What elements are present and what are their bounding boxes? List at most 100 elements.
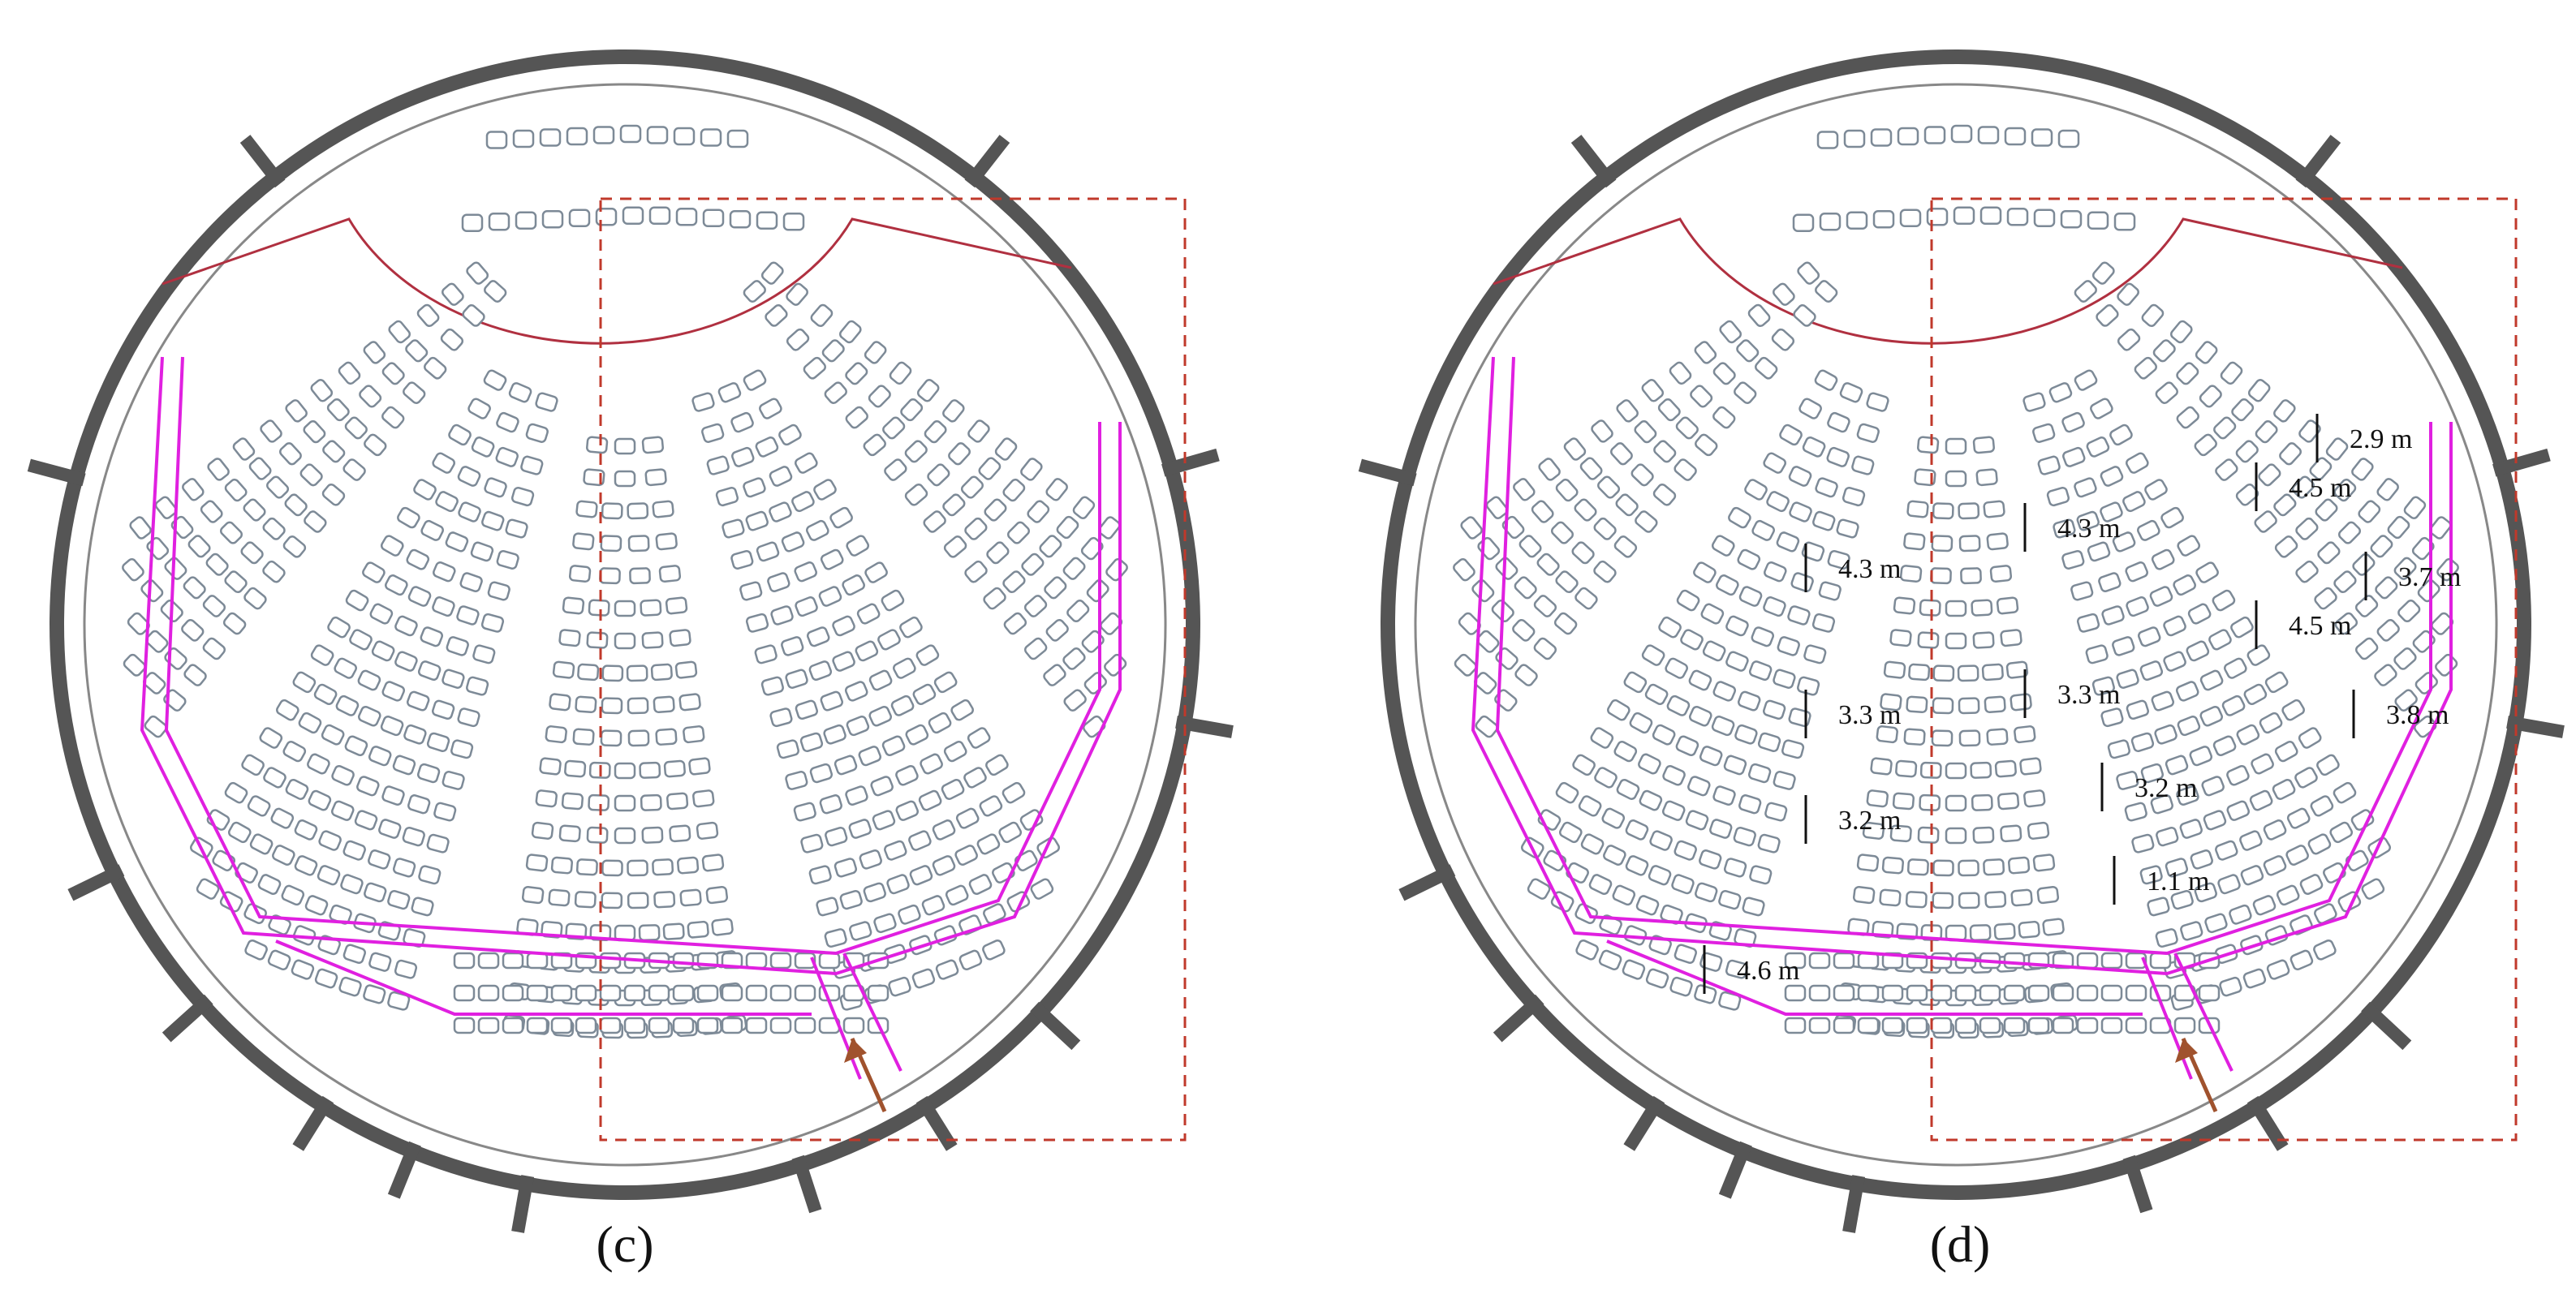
seat-icon <box>1906 984 1928 1002</box>
seat-icon <box>1994 759 2017 778</box>
seat-icon <box>2100 707 2124 728</box>
seat-icon <box>1975 468 1998 487</box>
seat-icon <box>1971 793 1993 811</box>
seat-icon <box>1555 570 1579 594</box>
seat-icon <box>1989 565 2013 583</box>
seat-icon <box>1572 754 1596 776</box>
seat-icon <box>2310 795 2334 817</box>
seat-icon <box>998 821 1023 844</box>
seat-icon <box>1781 739 1805 759</box>
seat-icon <box>1906 500 1929 518</box>
seat-icon <box>1563 437 1587 461</box>
arrow-head <box>844 1038 867 1063</box>
seat-icon <box>2074 369 2098 391</box>
seat-icon <box>786 328 810 351</box>
seat-icon <box>803 356 826 380</box>
seat-icon <box>2354 595 2379 617</box>
seat-icon <box>955 807 980 829</box>
seat-icon <box>884 458 907 481</box>
seat-icon <box>1598 949 1622 971</box>
seat-icon <box>1661 800 1686 821</box>
seat-icon <box>1676 589 1700 612</box>
seat-icon <box>1815 477 1838 498</box>
seat-icon <box>1773 669 1796 689</box>
seat-icon <box>2074 477 2097 498</box>
seat-icon <box>960 475 984 499</box>
seat-icon <box>2090 398 2113 419</box>
seat-icon <box>1718 889 1742 910</box>
seat-icon <box>1514 576 1537 600</box>
seat-icon <box>794 984 816 1002</box>
seat-icon <box>2169 320 2193 344</box>
seat-icon <box>2290 949 2314 971</box>
seat-icon <box>2374 664 2397 686</box>
seat-icon <box>1674 840 1697 861</box>
seat-icon <box>599 952 622 970</box>
seat-icon <box>600 729 622 747</box>
seat-icon <box>2060 210 2083 229</box>
seat-icon <box>2100 984 2123 1002</box>
seat-icon <box>1802 436 1826 458</box>
seat-icon <box>1086 579 1109 603</box>
seat-icon <box>806 626 830 647</box>
seat-icon <box>349 629 373 651</box>
seat-icon <box>322 440 346 463</box>
seat-icon <box>2226 764 2250 786</box>
seat-icon <box>2307 833 2332 855</box>
seat-icon <box>394 959 418 979</box>
seat-icon <box>577 663 600 682</box>
seat-icon <box>1030 878 1054 900</box>
seat-icon <box>442 669 465 689</box>
seat-icon <box>1635 895 1660 916</box>
evacuation-route <box>1495 356 2432 956</box>
seat-icon <box>1574 498 1597 522</box>
seat-icon <box>986 541 1010 565</box>
seat-icon <box>2091 676 2115 696</box>
seat-icon <box>2033 209 2056 227</box>
seat-icon <box>614 437 636 455</box>
seat-icon <box>653 891 676 909</box>
seat-icon <box>572 728 595 746</box>
seat-icon <box>1719 320 1742 344</box>
seat-icon <box>508 382 532 403</box>
seat-icon <box>2212 589 2236 612</box>
seat-icon <box>1833 984 1855 1002</box>
exit-door-icon <box>1718 1141 1752 1199</box>
seat-icon <box>2215 840 2238 861</box>
seat-icon <box>263 767 286 789</box>
seat-icon <box>380 535 404 557</box>
seat-icon <box>916 379 940 402</box>
seat-icon <box>726 129 749 148</box>
seat-icon <box>1615 493 1639 517</box>
seat-icon <box>405 339 429 363</box>
seat-icon <box>2189 746 2213 767</box>
seat-icon <box>696 821 719 840</box>
seat-icon <box>1930 952 1953 970</box>
seat-icon <box>794 1017 816 1034</box>
seat-icon <box>639 761 661 779</box>
seat-icon <box>1616 779 1640 800</box>
seat-icon <box>1880 693 1902 712</box>
seat-icon <box>2042 918 2065 936</box>
seat-icon <box>461 213 484 232</box>
stage-outline <box>1493 217 2403 345</box>
seat-icon <box>692 789 715 808</box>
seat-icon <box>2109 424 2133 446</box>
seat-icon <box>1755 356 1778 380</box>
seat-icon <box>539 128 562 147</box>
seat-icon <box>1751 519 1775 541</box>
seat-icon <box>2086 436 2110 458</box>
seat-icon <box>1533 637 1557 660</box>
seat-icon <box>1870 128 1893 147</box>
seat-icon <box>575 695 597 714</box>
seat-icon <box>2032 854 2056 872</box>
seat-icon <box>665 596 688 615</box>
seat-icon <box>1808 1017 1831 1034</box>
seat-icon <box>743 477 766 498</box>
seat-icon <box>2117 282 2139 306</box>
seat-icon <box>769 984 792 1002</box>
seat-icon <box>872 810 896 831</box>
seat-icon <box>950 699 974 721</box>
seat-icon <box>721 1017 743 1034</box>
seat-icon <box>886 874 910 895</box>
